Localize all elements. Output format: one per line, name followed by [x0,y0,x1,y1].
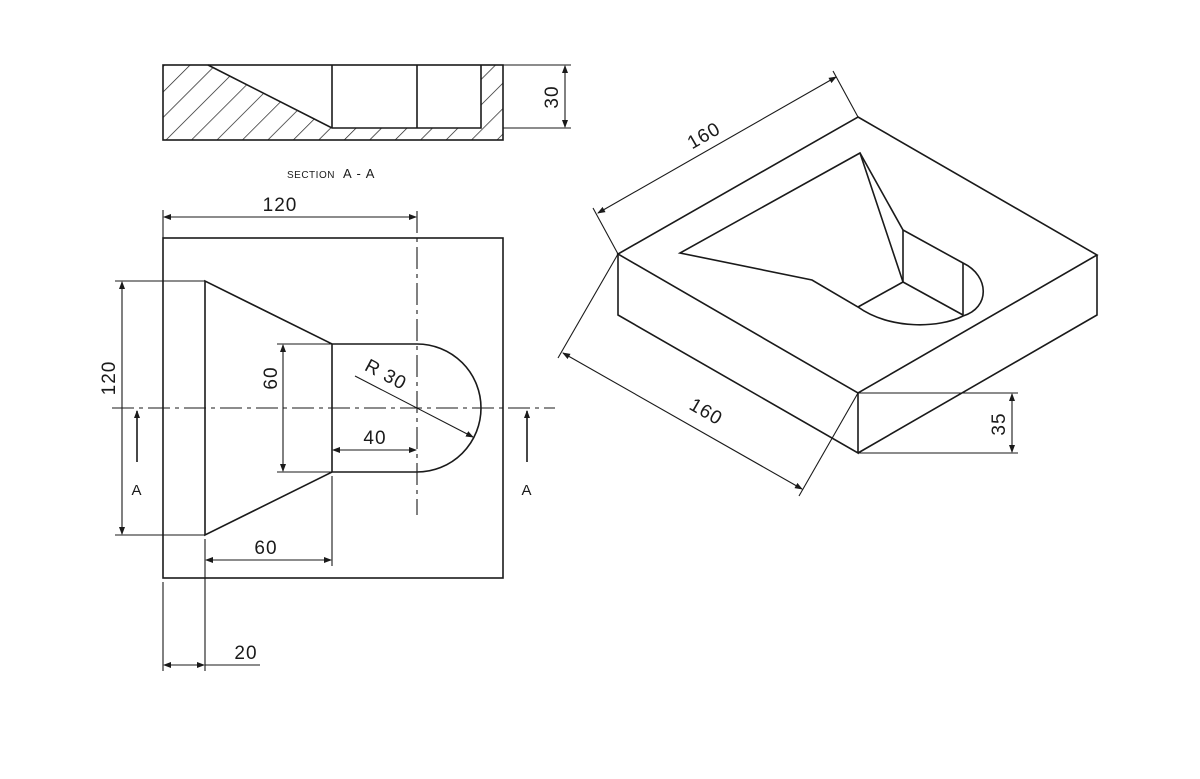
section-pocket-profile [207,64,482,129]
section-outline [162,64,504,141]
section-mark-left: A [131,482,142,499]
dim-extension [832,70,859,118]
iso-pocket-edge [859,152,904,283]
iso-pocket-edge [902,281,964,316]
dim-extension [592,207,619,255]
pocket-outline [204,279,482,537]
dim-label-120-left: 120 [99,361,120,396]
dim-label-60-vertical: 60 [261,366,282,389]
iso-pocket-outline [677,151,985,326]
section-hatched-material [163,65,503,140]
dim-label-60-horizontal: 60 [254,538,277,559]
dim-extension [557,253,619,359]
dim-label-20: 20 [234,643,257,664]
iso-left-face [617,254,859,455]
dim-label-120-top: 120 [263,195,298,216]
section-mark-right: A [521,482,532,499]
dim-label-radius: R 30 [361,356,410,395]
dim-label-35: 35 [989,412,1010,435]
dim-label-40: 40 [363,428,386,449]
section-view: 30 SECTION A - A [162,64,571,182]
dim-line-160-front [562,352,803,490]
dim-label-160-front: 160 [685,394,726,430]
dim-line-160-back [597,76,837,214]
radius-leader [354,375,474,438]
dim-label-30: 30 [542,85,563,108]
section-title: SECTION A - A [287,165,375,182]
plan-view: 120 120 60 R 30 40 60 20 A A [99,195,555,671]
dim-label-160-back: 160 [684,118,725,154]
iso-pocket-edge [857,281,904,308]
dim-extension [798,392,859,497]
iso-right-face [857,255,1098,454]
isometric-view: 160 160 35 [557,70,1099,497]
